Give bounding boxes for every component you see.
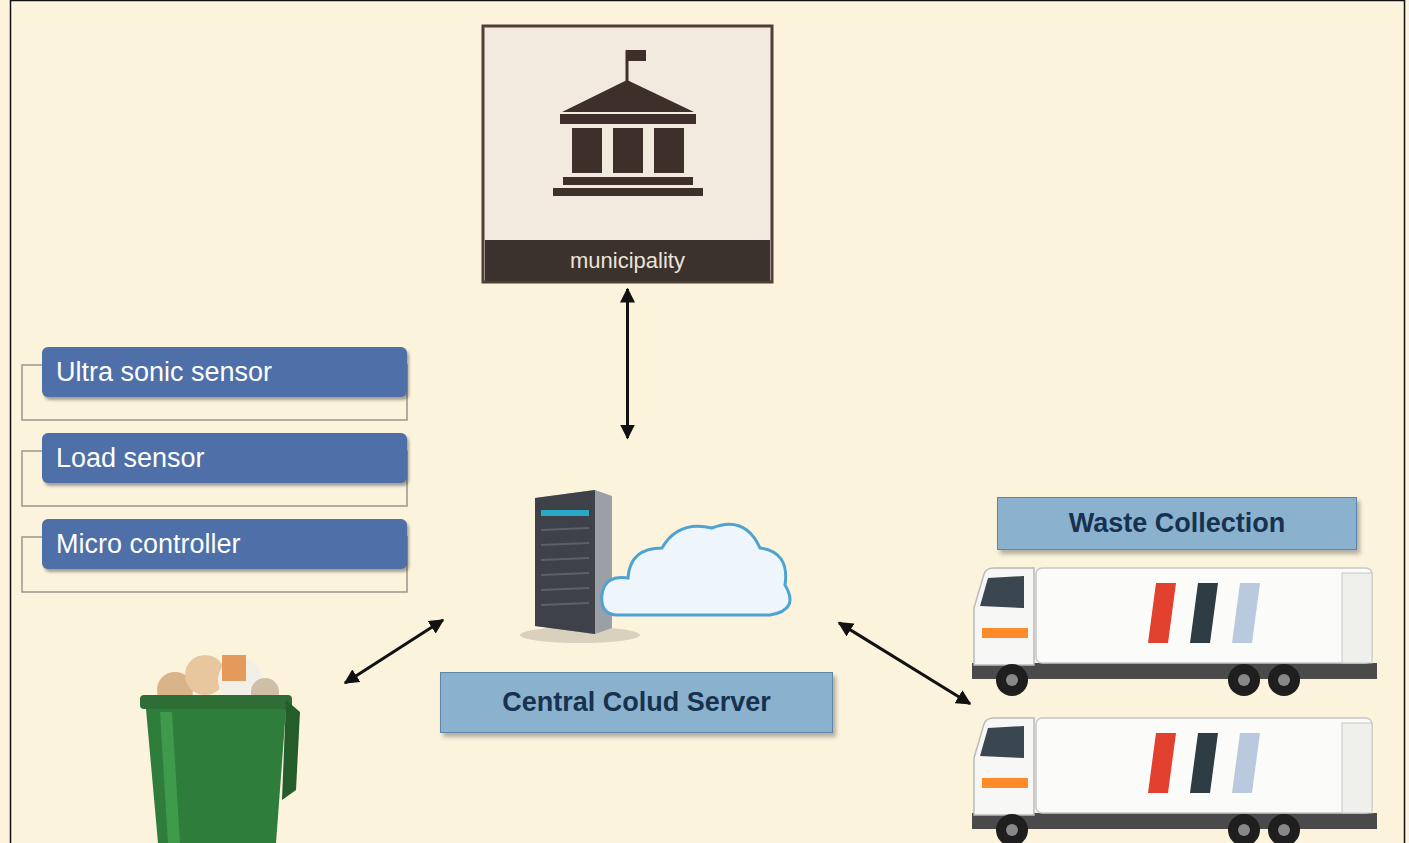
- sensor-label: Ultra sonic sensor: [42, 347, 407, 397]
- municipality-illustration: [483, 26, 772, 282]
- title-label: Waste Collection: [997, 497, 1357, 550]
- connector-arrow: [626, 289, 629, 438]
- sensor-bracket: [22, 365, 407, 592]
- municipality-box: municipality: [482, 25, 773, 283]
- title-label: Central Colud Server: [440, 672, 833, 733]
- sensor-box: Micro controller: [42, 519, 407, 569]
- waste-bin: [140, 655, 300, 843]
- frame: [11, 1, 1405, 843]
- sensor-box: Ultra sonic sensor: [42, 347, 407, 397]
- caption-label: municipality: [484, 240, 771, 281]
- sensor-box: Load sensor: [42, 433, 407, 483]
- waste-collection-node: Waste Collection: [972, 495, 1405, 843]
- server-illustration: [520, 490, 790, 643]
- bin-arrow: [345, 620, 443, 683]
- garbage-truck: [972, 718, 1377, 843]
- server-node: Central Colud Server: [440, 440, 833, 735]
- garbage-truck: [972, 568, 1377, 696]
- sensor-label: Load sensor: [42, 433, 407, 483]
- sensor-label: Micro controller: [42, 519, 407, 569]
- connector-arrow: [839, 623, 970, 704]
